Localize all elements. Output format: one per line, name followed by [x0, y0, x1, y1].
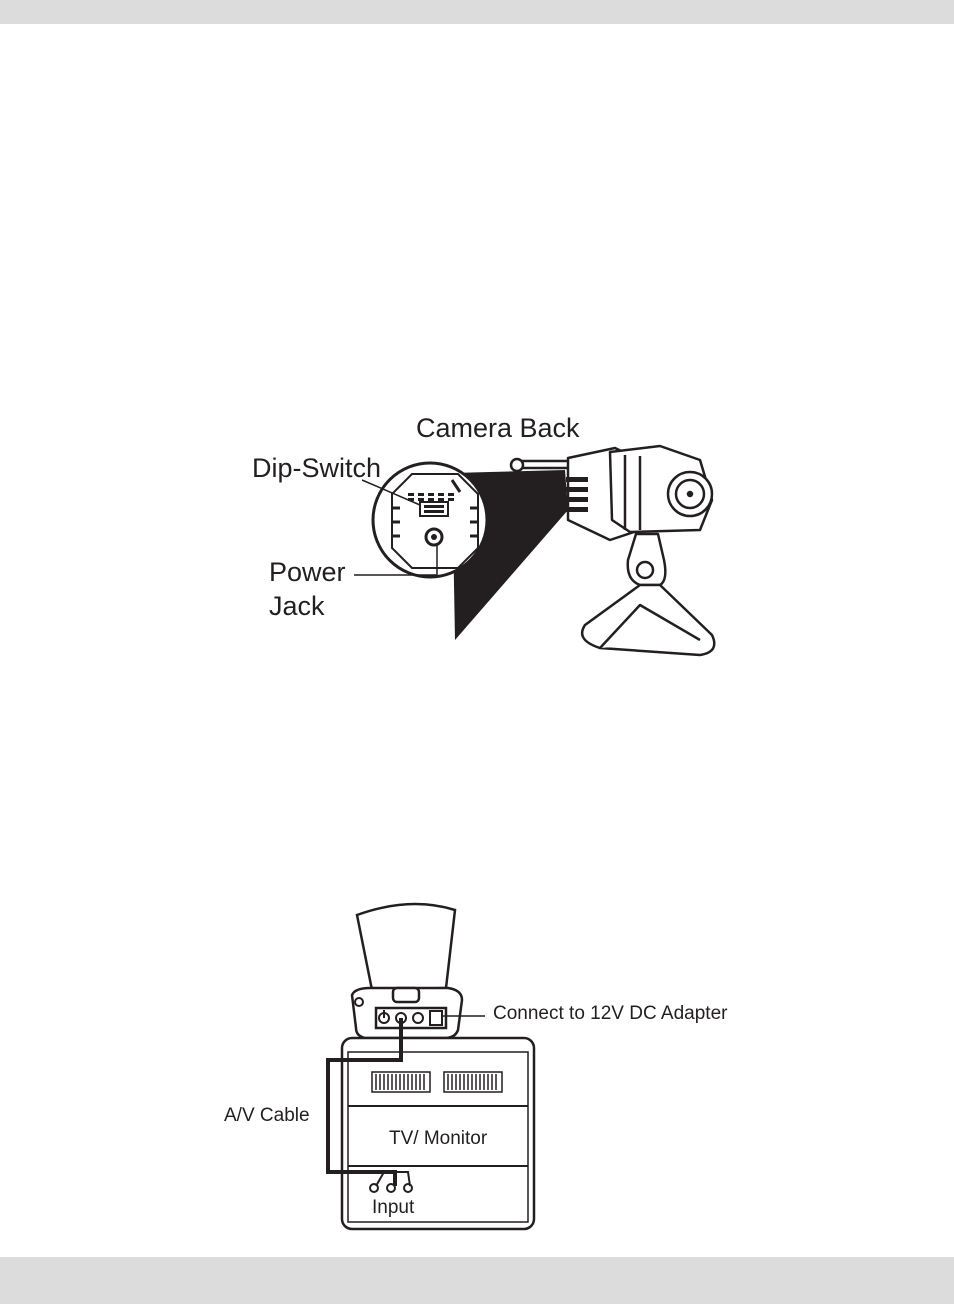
dip-switch-label: Dip-Switch [252, 453, 382, 483]
header-band [0, 0, 954, 24]
camera-body [509, 444, 716, 657]
plate-slots [392, 506, 478, 538]
receiver-body [350, 986, 464, 1040]
tv-input-jacks [369, 1183, 413, 1193]
av-cable [326, 1018, 403, 1186]
jack-label: Jack [269, 591, 325, 621]
power-label: Power [269, 557, 346, 587]
dip-switch [408, 479, 462, 517]
tv-monitor [340, 1036, 536, 1231]
footer-band [0, 1257, 954, 1304]
av-cable-label: A/V Cable [224, 1105, 310, 1126]
camera-vents [566, 477, 588, 512]
tv-monitor-label: TV/ Monitor [389, 1128, 488, 1149]
input-label: Input [372, 1197, 415, 1218]
camera-back-label: Camera Back [416, 413, 580, 443]
receiver-flap [355, 902, 457, 992]
power-jack-leader [354, 545, 438, 576]
camera-back-illustration [354, 444, 716, 657]
dip-switch-leader [361, 479, 421, 506]
camera-back-plate [391, 473, 479, 569]
adapter-label: Connect to 12V DC Adapter [493, 1003, 728, 1024]
